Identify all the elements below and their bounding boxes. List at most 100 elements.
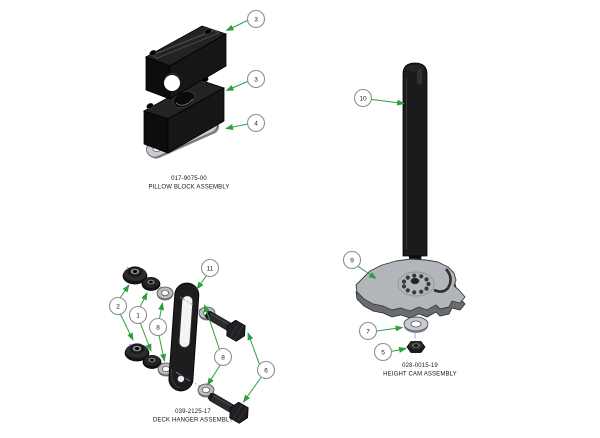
- callout-6-bolts: 6: [256, 360, 276, 380]
- cam-hub-ring: [397, 271, 435, 297]
- nut-hole: [414, 344, 418, 347]
- nut-hole: [149, 280, 153, 284]
- cam-hex-nut: [406, 341, 426, 353]
- lock-nut-lower: [142, 355, 162, 369]
- nut-hole: [132, 270, 138, 273]
- deck-hanger-part-number: 039-2125-17: [175, 409, 211, 415]
- cam-center-hole: [410, 277, 420, 285]
- leader-line: [158, 302, 165, 319]
- leader-line: [225, 123, 248, 131]
- cam-plate-face: [355, 258, 466, 312]
- bolt-tip: [207, 392, 214, 401]
- washer-left-upper: [156, 286, 174, 301]
- leader-line: [119, 284, 130, 299]
- callout-balloon: [373, 342, 393, 362]
- leader-line: [196, 275, 207, 290]
- leader-line: [225, 20, 248, 31]
- hanger-bracket: [168, 282, 200, 392]
- callout-number: 2: [116, 303, 120, 310]
- nut-hole: [134, 347, 140, 350]
- nut-hole: [150, 358, 154, 362]
- washer-right-lower: [197, 383, 215, 398]
- callout-balloon: [256, 360, 276, 380]
- callout-balloon: [358, 321, 378, 341]
- leader-line: [357, 265, 377, 280]
- callout-balloon: [353, 88, 373, 108]
- height-cam-plate: [355, 258, 466, 319]
- leader-line: [242, 377, 262, 403]
- cam-washer: [403, 316, 429, 333]
- callout-balloon: [213, 347, 233, 367]
- bracket-slot: [178, 295, 194, 348]
- callout-7-washer: 7: [358, 321, 378, 341]
- hex-bolt-upper: [204, 310, 246, 342]
- pillow-bottom-block: [143, 76, 225, 154]
- washer-hole: [410, 320, 422, 328]
- centerline-slot-upper: [179, 296, 194, 306]
- leader-line: [225, 81, 248, 91]
- callout-number: 10: [359, 95, 367, 102]
- shaft-cradle-notch: [164, 75, 180, 91]
- callout-balloon: [148, 317, 168, 337]
- leader-line: [139, 292, 148, 308]
- height-cam-part-number: 028-0015-19: [402, 363, 438, 369]
- callout-number: 6: [264, 367, 268, 374]
- bracket-bottom-hole: [176, 374, 185, 383]
- leader-line: [140, 323, 152, 352]
- leader-line: [120, 314, 134, 341]
- leader-line: [376, 325, 404, 332]
- leader-line: [203, 304, 220, 350]
- callout-number: 8: [221, 354, 225, 361]
- rod-body: [402, 62, 428, 257]
- cradle-rim: [164, 73, 180, 81]
- callout-balloon: [342, 250, 362, 270]
- callout-10-rod: 10: [353, 88, 373, 108]
- callout-number: 9: [350, 257, 354, 264]
- pillow-block-assembly-name: PILLOW BLOCK ASSEMBLY: [148, 185, 229, 191]
- height-cam-assembly-name: HEIGHT CAM ASSEMBLY: [383, 372, 457, 378]
- callout-1-lock-nuts: 1: [128, 305, 148, 325]
- top-groove: [151, 29, 220, 59]
- rod-top-notch: [416, 67, 423, 86]
- callout-number: 11: [207, 265, 214, 272]
- callout-9-cam: 9: [342, 250, 362, 270]
- cradle-highlight: [175, 98, 194, 106]
- callout-2-flange-nuts: 2: [108, 296, 128, 316]
- callout-3-top-block: 3: [246, 9, 266, 29]
- pillow-block-assembly: 3 3 4 017-9075-00 PILLOW BLOCK ASSEMBLY: [143, 9, 266, 191]
- lock-nut-upper: [141, 277, 161, 291]
- callout-balloon: [246, 113, 266, 133]
- deck-hanger-assembly-name: DECK HANGER ASSEMBLY: [153, 418, 233, 424]
- callout-balloon: [128, 305, 148, 325]
- callout-number: 7: [366, 328, 370, 335]
- callout-3-bottom-block: 3: [246, 69, 266, 89]
- callout-8-right-washers: 8: [213, 347, 233, 367]
- centerline-upper: [126, 266, 221, 323]
- bolt-hole: [204, 28, 212, 35]
- bolt-hole: [149, 50, 157, 56]
- callout-balloon: [108, 296, 128, 316]
- pillow-top-block: [145, 25, 227, 100]
- height-adjust-rod: [402, 62, 428, 272]
- block-front-face: [167, 87, 225, 154]
- height-cam-assembly: 10 9 7 5 028-0015-19 HEIGHT CAM ASSEMBLY: [342, 62, 466, 378]
- hex-bolt-lower: [207, 392, 249, 424]
- leader-line: [158, 335, 166, 362]
- callout-number: 1: [136, 312, 140, 319]
- callout-number: 3: [254, 76, 258, 83]
- callout-4-plate: 4: [246, 113, 266, 133]
- callout-number: 5: [381, 349, 385, 356]
- deck-hanger-assembly: 2 1 8 11 8 6 039-2125-17 DECK HANGER ASS…: [108, 258, 276, 424]
- bracket-highlight: [170, 369, 181, 389]
- leader-line: [390, 346, 407, 353]
- bolt-shaft-highlight: [210, 313, 232, 327]
- washer-hole: [202, 386, 210, 394]
- bolt-shaft-highlight: [213, 395, 235, 409]
- callout-balloon: [246, 69, 266, 89]
- top-groove-line: [155, 30, 214, 55]
- washer-hole: [161, 289, 169, 297]
- leader-line: [247, 332, 260, 365]
- centerline-slot-lower: [175, 371, 191, 382]
